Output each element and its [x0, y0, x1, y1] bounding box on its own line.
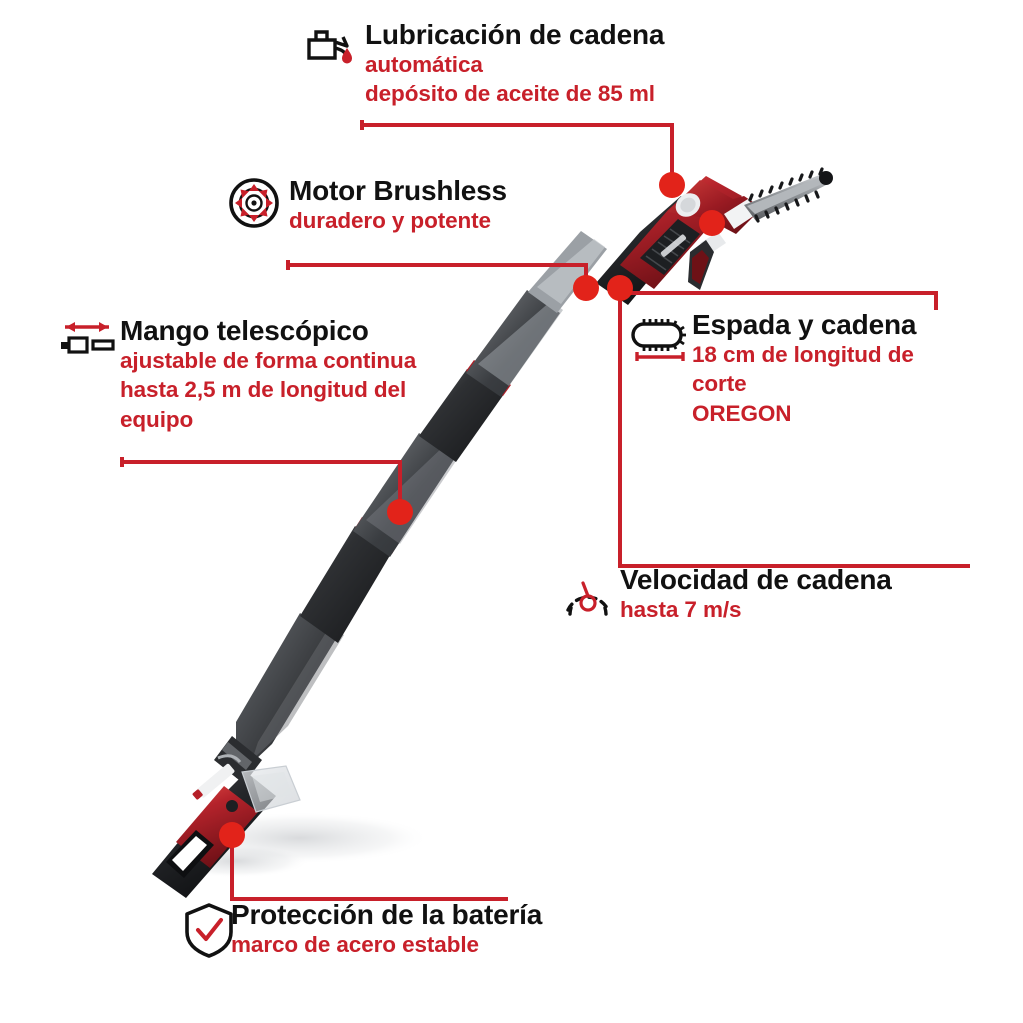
callout-chain-lubrication: Lubricación de cadena automática depósit… [365, 20, 664, 109]
callout-subtitle: automática depósito de aceite de 85 ml [365, 51, 655, 107]
callout-telescopic-handle: Mango telescópico ajustable de forma con… [120, 316, 416, 435]
callout-subtitle: 18 cm de longitud de corte OREGON [692, 341, 914, 427]
callout-subtitle: marco de acero estable [231, 931, 479, 957]
callout-chain-speed: Velocidad de cadena hasta 7 m/s [620, 565, 892, 624]
callout-subtitle: ajustable de forma continua hasta 2,5 m … [120, 347, 417, 433]
callout-title: Mango telescópico [120, 315, 369, 346]
callout-brushless-motor: Motor Brushless duradero y potente [289, 176, 507, 235]
callout-subtitle: hasta 7 m/s [620, 596, 742, 622]
callout-title: Espada y cadena [692, 309, 917, 340]
chain-bar-icon [631, 316, 688, 362]
callout-title: Motor Brushless [289, 175, 507, 206]
callout-bar-and-chain: Espada y cadena 18 cm de longitud de cor… [692, 310, 916, 429]
callout-title: Velocidad de cadena [620, 564, 892, 595]
callout-subtitle: duradero y potente [289, 207, 491, 233]
callout-battery-protection: Protección de la batería marco de acero … [231, 900, 542, 959]
speedometer-icon [562, 572, 614, 620]
callout-title: Protección de la batería [231, 899, 543, 930]
oil-can-icon [303, 22, 355, 66]
callout-title: Lubricación de cadena [365, 19, 665, 50]
shield-check-icon [183, 902, 235, 958]
brushless-motor-icon [228, 177, 280, 229]
telescopic-arrow-icon [57, 318, 117, 360]
